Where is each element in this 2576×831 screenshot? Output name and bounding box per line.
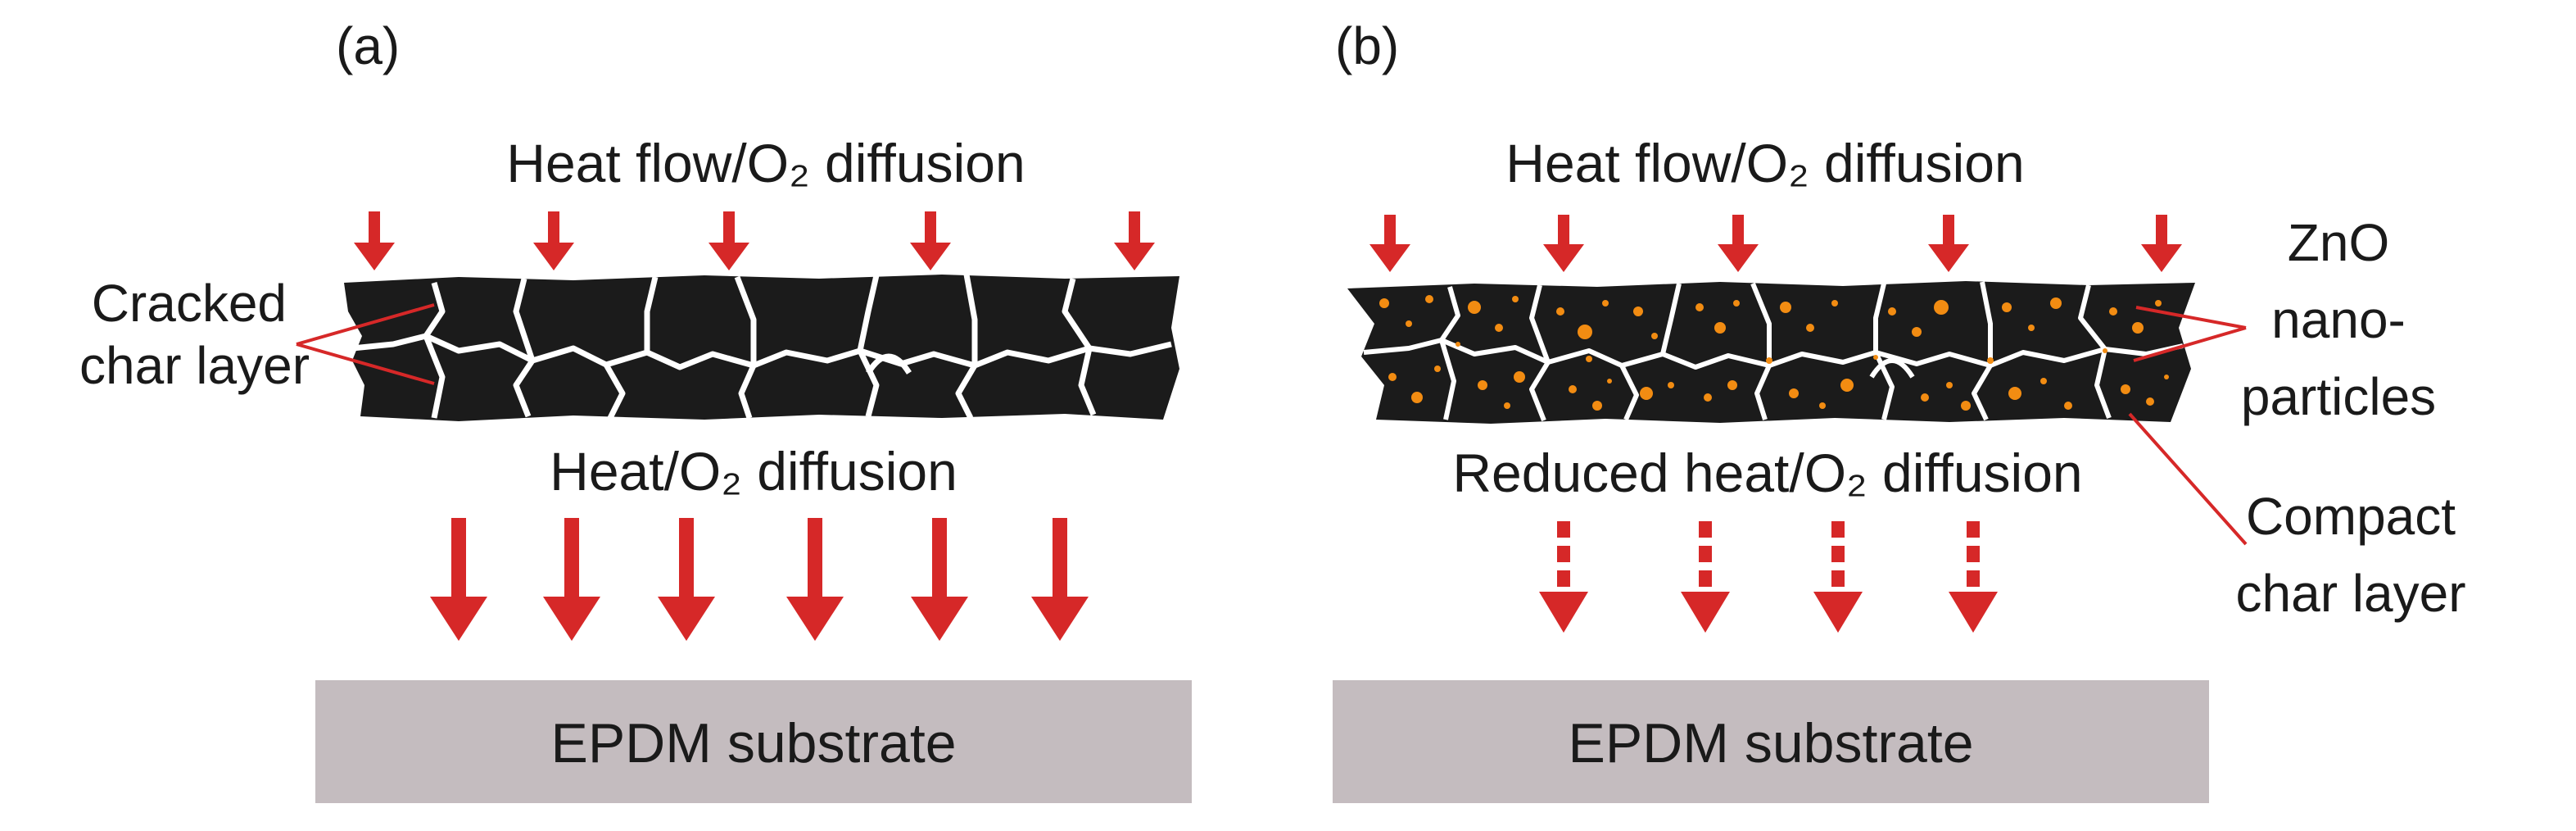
panel-b: (b) Heat flow/O₂ diffusion [1333, 16, 2466, 803]
panel-a-callout-lines [296, 303, 435, 385]
arrow-down-icon [709, 211, 749, 270]
panel-a: (a) Heat flow/O₂ diffusion [79, 16, 1192, 803]
panel-a-substrate: EPDM substrate [315, 680, 1192, 803]
panel-a-cracked-label-line1: Cracked [92, 274, 287, 333]
arrow-down-icon [911, 518, 968, 641]
arrow-down-icon [543, 518, 600, 641]
panel-a-substrate-label: EPDM substrate [550, 712, 956, 774]
arrow-down-icon [2141, 215, 2182, 272]
panel-b-compact-callout: Compact char layer [2128, 412, 2466, 623]
dashed-arrow-down-icon [1813, 521, 1863, 633]
panel-b-bottom-arrows [1539, 521, 1998, 633]
zno-label-line1: ZnO [2288, 213, 2389, 272]
zno-label-line2: nano- [2271, 290, 2406, 349]
panel-b-label: (b) [1335, 16, 1399, 75]
dashed-arrow-down-icon [1539, 521, 1588, 633]
arrow-down-icon [1031, 518, 1089, 641]
arrow-down-icon [786, 518, 844, 641]
arrow-down-icon [533, 211, 574, 270]
zno-label-line3: particles [2241, 367, 2436, 426]
arrow-down-icon [910, 211, 951, 270]
arrow-down-icon [1928, 215, 1969, 272]
panel-a-top-arrows [354, 211, 1155, 270]
panel-b-top-text: Heat flow/O₂ diffusion [1505, 133, 2024, 193]
arrow-down-icon [1369, 215, 1410, 272]
panel-b-substrate: EPDM substrate [1333, 680, 2209, 803]
dashed-arrow-down-icon [1681, 521, 1730, 633]
zno-particles [1379, 295, 2169, 411]
panel-a-cracked-label-line2: char layer [79, 336, 310, 395]
compact-label-line2: char layer [2236, 564, 2466, 623]
panel-a-bottom-text: Heat/O₂ diffusion [550, 441, 958, 502]
panel-a-label: (a) [336, 16, 400, 75]
panel-a-top-text: Heat flow/O₂ diffusion [506, 133, 1025, 193]
panel-b-bottom-text: Reduced heat/O₂ diffusion [1452, 443, 2082, 503]
cracked-char-layer [344, 274, 1179, 421]
arrow-down-icon [430, 518, 487, 641]
panel-a-bottom-arrows [430, 518, 1089, 641]
compact-char-layer [1347, 281, 2195, 424]
arrow-down-icon [1543, 215, 1584, 272]
arrow-down-icon [658, 518, 715, 641]
arrow-down-icon [1114, 211, 1155, 270]
arrow-down-icon [1718, 215, 1759, 272]
panel-b-substrate-label: EPDM substrate [1568, 712, 1973, 774]
panel-b-top-arrows [1369, 215, 2182, 272]
compact-label-line1: Compact [2246, 487, 2456, 546]
arrow-down-icon [354, 211, 395, 270]
panel-b-zno-callout: ZnO nano- particles [2133, 213, 2436, 426]
dashed-arrow-down-icon [1949, 521, 1998, 633]
